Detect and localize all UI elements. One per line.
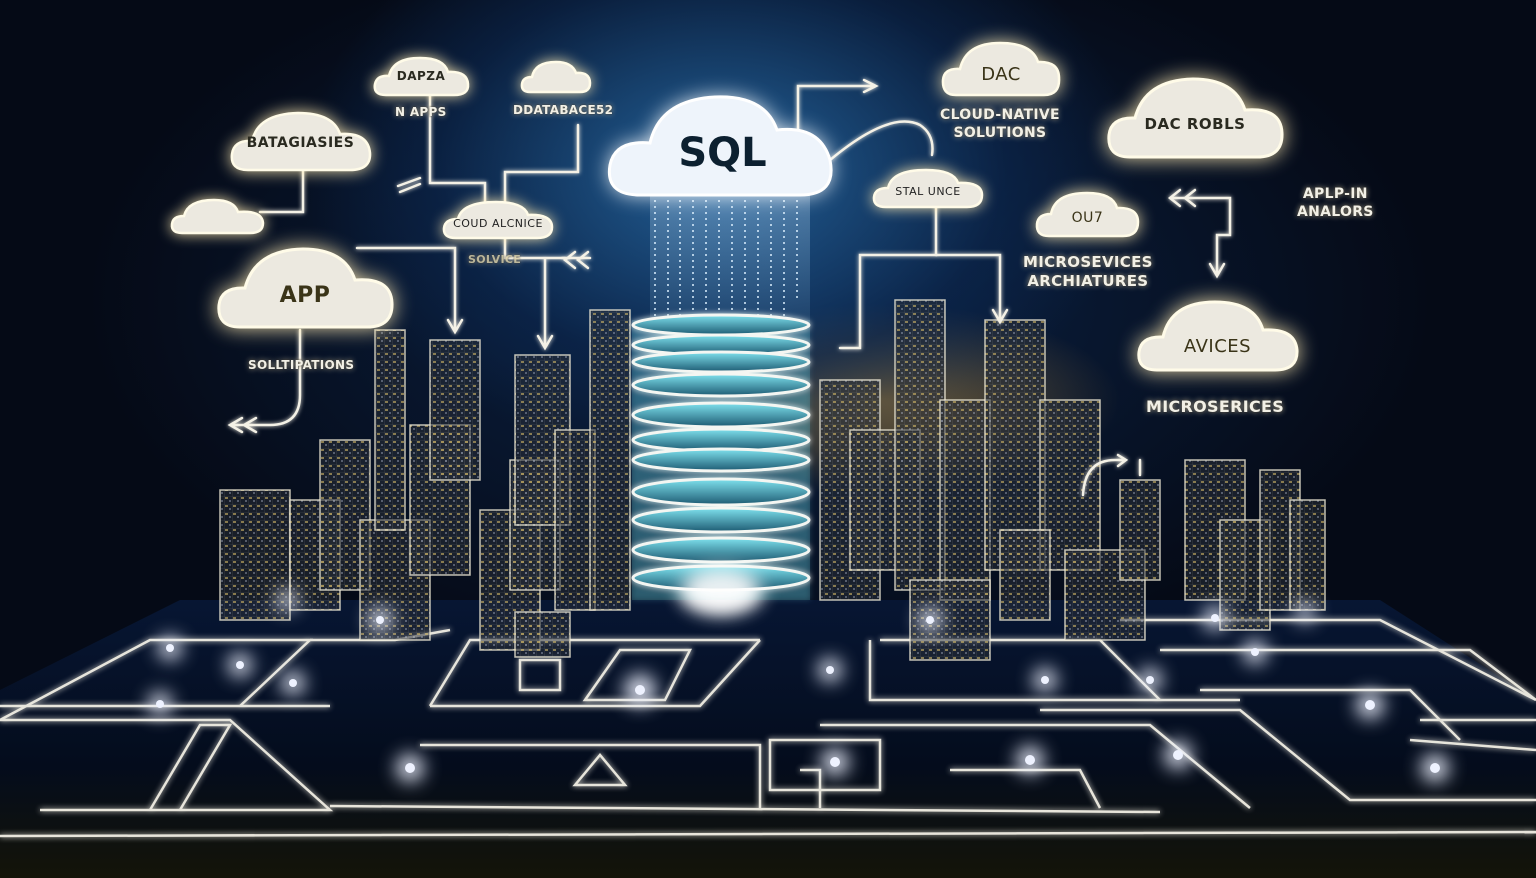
label-cloud-native: CLOUD-NATIVE SOLUTIONS: [940, 107, 1060, 142]
label-microserices: MICROSERICES: [1146, 397, 1285, 416]
label-databases: DDATABACE52: [513, 103, 614, 117]
label-solvice: SOLVICE: [468, 253, 522, 266]
cloud-out: OU7: [1035, 190, 1140, 238]
cloud-stal-unce: STAL UNCE: [872, 167, 984, 209]
cloud-batagiasies: BATAGIASIES: [228, 108, 373, 173]
sql-label: SQL: [678, 130, 767, 176]
label-plug-in-analytics: APLP-IN ANALORS: [1297, 186, 1374, 221]
cloud-blank-left: [170, 197, 265, 235]
cloud-label: DAC: [981, 64, 1021, 85]
cloud-label: COUD ALCNICE: [453, 217, 543, 230]
label-plug-in-line1: APLP-IN: [1302, 186, 1368, 202]
cloud-label: AVICES: [1183, 336, 1252, 357]
label-microservices-line1: MICROSEVICES: [1023, 253, 1153, 271]
label-cloud-native-line2: SOLUTIONS: [953, 124, 1047, 141]
cloud-dapza: DAPZA: [372, 55, 470, 97]
label-plug-in-line2: ANALORS: [1297, 203, 1374, 220]
cloud-dac: DAC: [940, 40, 1062, 98]
label-microservices-architectures: MICROSEVICES ARCHIATURES: [1023, 253, 1153, 291]
cloud-blank-top: [520, 60, 592, 94]
data-stream: [650, 195, 810, 325]
cloud-label: STAL UNCE: [895, 185, 961, 198]
cloud-app: APP: [215, 245, 395, 330]
cloud-label: DAC ROBLS: [1144, 115, 1246, 133]
cloud-label: DAPZA: [396, 69, 446, 83]
network-nodes: [148, 590, 1449, 782]
label-microservices-line2: ARCHIATURES: [1027, 271, 1149, 290]
cloud-dac-robls: DAC ROBLS: [1105, 75, 1285, 160]
database-stack: [631, 313, 811, 612]
cloud-label: APP: [279, 283, 331, 308]
label-n-apps: N APPS: [395, 105, 447, 119]
cloud-label: OU7: [1071, 210, 1104, 226]
label-cloud-native-line1: CLOUD-NATIVE: [940, 107, 1060, 123]
label-soltipations: SOLLTIPATIONS: [248, 358, 355, 372]
cloud-avices: AVICES: [1135, 298, 1300, 373]
sql-cloud: SQL: [605, 85, 840, 205]
cloud-label: BATAGIASIES: [246, 135, 355, 151]
cloud-coud-alcnice: COUD ALCNICE: [442, 200, 554, 240]
